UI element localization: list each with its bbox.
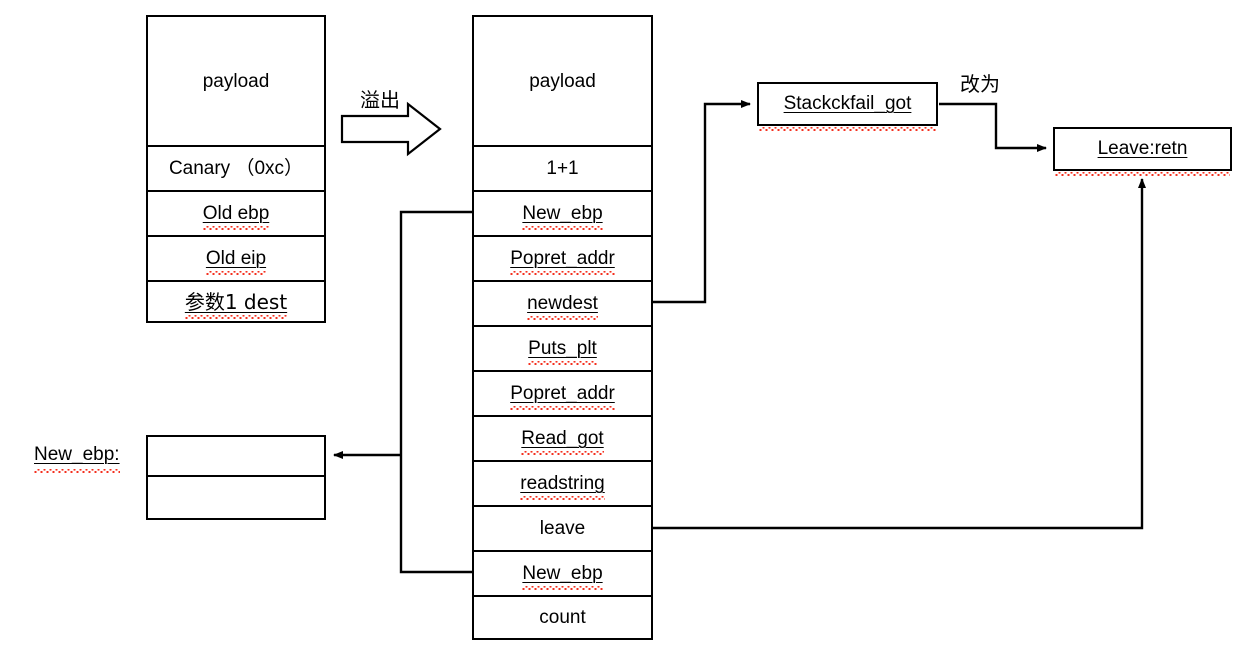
overflow-stack-column: payload 1+1 New_ebp Popret_addr newdest … — [472, 15, 653, 640]
stackckfail-got-box: Stackckfail_got — [757, 82, 938, 126]
stack-cell-payload: payload — [148, 17, 324, 147]
connector-newdest-to-got — [653, 100, 751, 304]
overflow-label: 溢出 — [360, 88, 400, 112]
overflow-cell-new-ebp-bottom: New_ebp — [474, 552, 651, 597]
new-ebp-target-box — [146, 435, 326, 520]
new-ebp-target-label: New_ebp: — [34, 444, 120, 473]
overflow-cell-new-ebp-top: New_ebp — [474, 192, 651, 237]
modify-label: 改为 — [960, 72, 1000, 96]
stack-cell-old-ebp: Old ebp — [148, 192, 324, 237]
overflow-cell-payload: payload — [474, 17, 651, 147]
overflow-cell-leave: leave — [474, 507, 651, 552]
connector-got-to-leave-retn — [939, 102, 1047, 152]
overflow-cell-readstring: readstring — [474, 462, 651, 507]
connector-new-ebp-loop — [399, 210, 472, 574]
stack-cell-arg1-dest: 参数1 dest — [148, 282, 324, 321]
overflow-cell-newdest: newdest — [474, 282, 651, 327]
leave-retn-box: Leave:retn — [1053, 127, 1232, 171]
new-ebp-target-cell-1 — [148, 437, 324, 477]
stack-cell-old-eip: Old eip — [148, 237, 324, 282]
stack-cell-canary: Canary （0xc） — [148, 147, 324, 192]
overflow-cell-popret-addr-2: Popret_addr — [474, 372, 651, 417]
overflow-cell-count: count — [474, 597, 651, 638]
original-stack-column: payload Canary （0xc） Old ebp Old eip 参数1… — [146, 15, 326, 323]
new-ebp-target-cell-2 — [148, 477, 324, 518]
overflow-cell-puts-plt: Puts_plt — [474, 327, 651, 372]
connector-leave-to-leave-retn — [653, 178, 1146, 530]
overflow-cell-popret-addr-1: Popret_addr — [474, 237, 651, 282]
overflow-cell-1plus1: 1+1 — [474, 147, 651, 192]
overflow-cell-read-got: Read_got — [474, 417, 651, 462]
